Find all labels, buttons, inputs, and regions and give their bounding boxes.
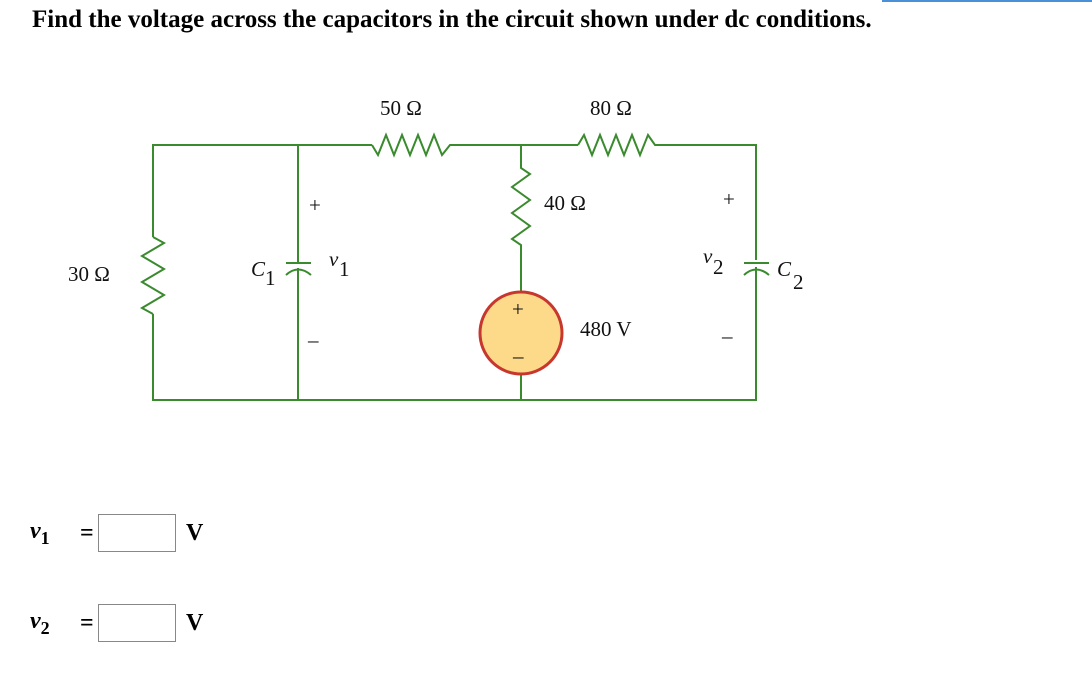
- resistor-50: [371, 132, 578, 158]
- svg-text:+: +: [309, 193, 321, 217]
- v2-label: v2: [30, 607, 50, 638]
- svg-text:+: +: [512, 297, 524, 321]
- v1-label: v1: [30, 517, 50, 548]
- svg-text:30 Ω: 30 Ω: [68, 262, 110, 286]
- svg-text:v: v: [703, 244, 713, 268]
- v1-unit: V: [186, 519, 204, 546]
- wire-left: [152, 144, 372, 237]
- svg-text:480 V: 480 V: [580, 317, 632, 341]
- svg-text:50 Ω: 50 Ω: [380, 96, 422, 120]
- svg-text:v: v: [329, 247, 339, 271]
- svg-text:–: –: [721, 324, 733, 348]
- svg-text:–: –: [307, 328, 319, 352]
- answer-row-v1: v1 = V: [30, 513, 203, 553]
- voltage-source: [478, 290, 564, 376]
- equals-sign: =: [80, 609, 94, 636]
- v2-input[interactable]: [98, 604, 176, 642]
- svg-text:C: C: [251, 257, 266, 281]
- svg-text:–: –: [512, 344, 524, 368]
- question-text: Find the voltage across the capacitors i…: [32, 6, 872, 33]
- resistor-80: [577, 132, 757, 260]
- svg-text:1: 1: [339, 257, 350, 281]
- resistor-40: [510, 145, 532, 291]
- answer-row-v2: v2 = V: [30, 603, 203, 643]
- equals-sign: =: [80, 519, 94, 546]
- svg-text:+: +: [723, 187, 735, 211]
- svg-text:80 Ω: 80 Ω: [590, 96, 632, 120]
- svg-text:C: C: [777, 257, 792, 281]
- svg-text:2: 2: [793, 270, 804, 294]
- resistor-30: [139, 236, 167, 315]
- svg-text:2: 2: [713, 255, 724, 279]
- v2-unit: V: [186, 609, 204, 636]
- top-accent-line: [882, 0, 1092, 2]
- svg-text:40 Ω: 40 Ω: [544, 191, 586, 215]
- svg-text:1: 1: [265, 266, 276, 290]
- v1-input[interactable]: [98, 514, 176, 552]
